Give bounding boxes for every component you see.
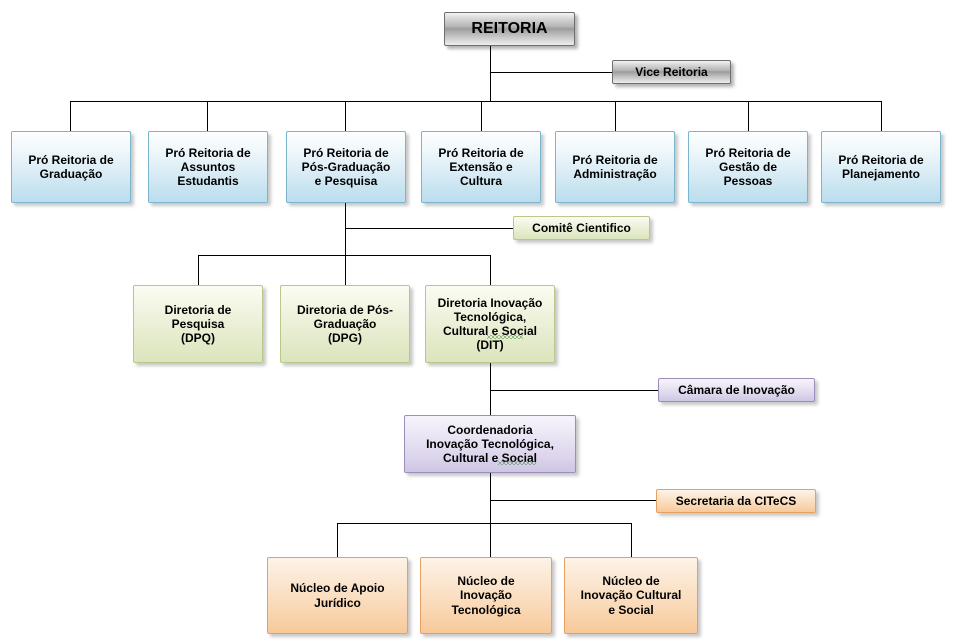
node-pro-reitoria-pos-graduacao-pesquisa-label: Pró Reitoria de Pós-Graduação e Pesquisa: [301, 145, 391, 189]
connector-drop-pro-5: [615, 101, 616, 131]
node-reitoria-label: REITORIA: [471, 19, 548, 37]
node-diretoria-inovacao-tecnologica[interactable]: Diretoria Inovação Tecnológica, Cultural…: [425, 285, 555, 363]
connector-drop-nucleo-cultural-social: [631, 523, 632, 557]
node-vice-reitoria[interactable]: Vice Reitoria: [612, 60, 731, 84]
node-secretaria-citecs-label: Secretaria da CITeCS: [675, 493, 797, 508]
connector-bus-pro-reitorias: [70, 101, 882, 102]
node-comite-cientifico[interactable]: Comitê Cientifico: [513, 216, 650, 240]
node-vice-reitoria-label: Vice Reitoria: [635, 64, 708, 79]
connector-drop-pro-4: [481, 101, 482, 131]
connector-coordenadoria-down: [490, 473, 491, 523]
connector-drop-nucleo-juridico: [337, 523, 338, 557]
connector-to-comite-cientifico: [345, 228, 513, 229]
node-nucleo-inovacao-cultural-social-label: Núcleo de Inovação Cultural e Social: [580, 574, 682, 617]
node-pro-reitoria-pos-graduacao-pesquisa[interactable]: Pró Reitoria de Pós-Graduação e Pesquisa: [286, 131, 406, 203]
node-nucleo-inovacao-tecnologica[interactable]: Núcleo de Inovação Tecnológica: [420, 557, 552, 634]
node-pro-reitoria-graduacao[interactable]: Pró Reitoria de Graduação: [11, 131, 131, 203]
connector-drop-diretoria-inovacao: [490, 255, 491, 285]
connector-drop-pro-7: [881, 101, 882, 131]
node-nucleo-apoio-juridico[interactable]: Núcleo de Apoio Jurídico: [267, 557, 408, 634]
connector-root-to-vice: [490, 72, 612, 73]
node-pro-reitoria-gestao-pessoas-label: Pró Reitoria de Gestão de Pessoas: [705, 145, 791, 189]
node-pro-reitoria-administracao[interactable]: Pró Reitoria de Administração: [555, 131, 675, 203]
node-pro-reitoria-graduacao-label: Pró Reitoria de Graduação: [28, 152, 114, 181]
connector-pos-graduacao-down: [345, 203, 346, 285]
connector-dit-down: [490, 363, 491, 415]
node-reitoria[interactable]: REITORIA: [444, 12, 575, 46]
connector-drop-nucleo-tecnologica: [490, 523, 491, 557]
node-pro-reitoria-assuntos-estudantis-label: Pró Reitoria de Assuntos Estudantis: [165, 145, 251, 189]
connector-drop-diretoria-pos-graduacao: [345, 255, 346, 285]
connector-drop-pro-6: [748, 101, 749, 131]
node-pro-reitoria-planejamento[interactable]: Pró Reitoria de Planejamento: [821, 131, 941, 203]
node-diretoria-inovacao-tecnologica-label: Diretoria Inovação Tecnológica, Cultural…: [437, 295, 543, 353]
connector-to-secretaria-citecs: [490, 500, 656, 501]
node-coordenadoria-citecs-label: Coordenadoria Inovação Tecnológica, Cult…: [426, 422, 554, 466]
connector-to-camara-inovacao: [490, 390, 658, 391]
node-pro-reitoria-assuntos-estudantis[interactable]: Pró Reitoria de Assuntos Estudantis: [148, 131, 268, 203]
node-nucleo-inovacao-tecnologica-label: Núcleo de Inovação Tecnológica: [451, 574, 521, 617]
node-diretoria-pos-graduacao-label: Diretoria de Pós- Graduação (DPG): [296, 302, 394, 346]
node-nucleo-apoio-juridico-label: Núcleo de Apoio Jurídico: [290, 581, 385, 610]
connector-drop-pro-1: [70, 101, 71, 131]
connector-root-vertical: [490, 46, 491, 101]
node-coordenadoria-citecs[interactable]: Coordenadoria Inovação Tecnológica, Cult…: [404, 415, 576, 473]
node-comite-cientifico-label: Comitê Cientifico: [532, 220, 631, 235]
connector-drop-pro-2: [207, 101, 208, 131]
connector-drop-diretoria-pesquisa: [198, 255, 199, 285]
connector-drop-pro-3: [345, 101, 346, 131]
node-pro-reitoria-administracao-label: Pró Reitoria de Administração: [572, 152, 658, 181]
node-pro-reitoria-gestao-pessoas[interactable]: Pró Reitoria de Gestão de Pessoas: [688, 131, 808, 203]
node-pro-reitoria-planejamento-label: Pró Reitoria de Planejamento: [838, 152, 924, 181]
node-pro-reitoria-extensao-cultura-label: Pró Reitoria de Extensão e Cultura: [438, 145, 524, 189]
node-diretoria-pesquisa-label: Diretoria de Pesquisa (DPQ): [164, 302, 232, 346]
node-nucleo-inovacao-cultural-social[interactable]: Núcleo de Inovação Cultural e Social: [564, 557, 698, 634]
node-camara-inovacao[interactable]: Câmara de Inovação: [658, 378, 815, 402]
node-pro-reitoria-extensao-cultura[interactable]: Pró Reitoria de Extensão e Cultura: [421, 131, 541, 203]
node-diretoria-pos-graduacao[interactable]: Diretoria de Pós- Graduação (DPG): [280, 285, 410, 363]
node-camara-inovacao-label: Câmara de Inovação: [678, 382, 795, 397]
node-diretoria-pesquisa[interactable]: Diretoria de Pesquisa (DPQ): [133, 285, 263, 363]
node-secretaria-citecs[interactable]: Secretaria da CITeCS: [656, 489, 816, 513]
connector-bus-diretorias: [198, 255, 491, 256]
connector-bus-nucleos: [337, 523, 631, 524]
